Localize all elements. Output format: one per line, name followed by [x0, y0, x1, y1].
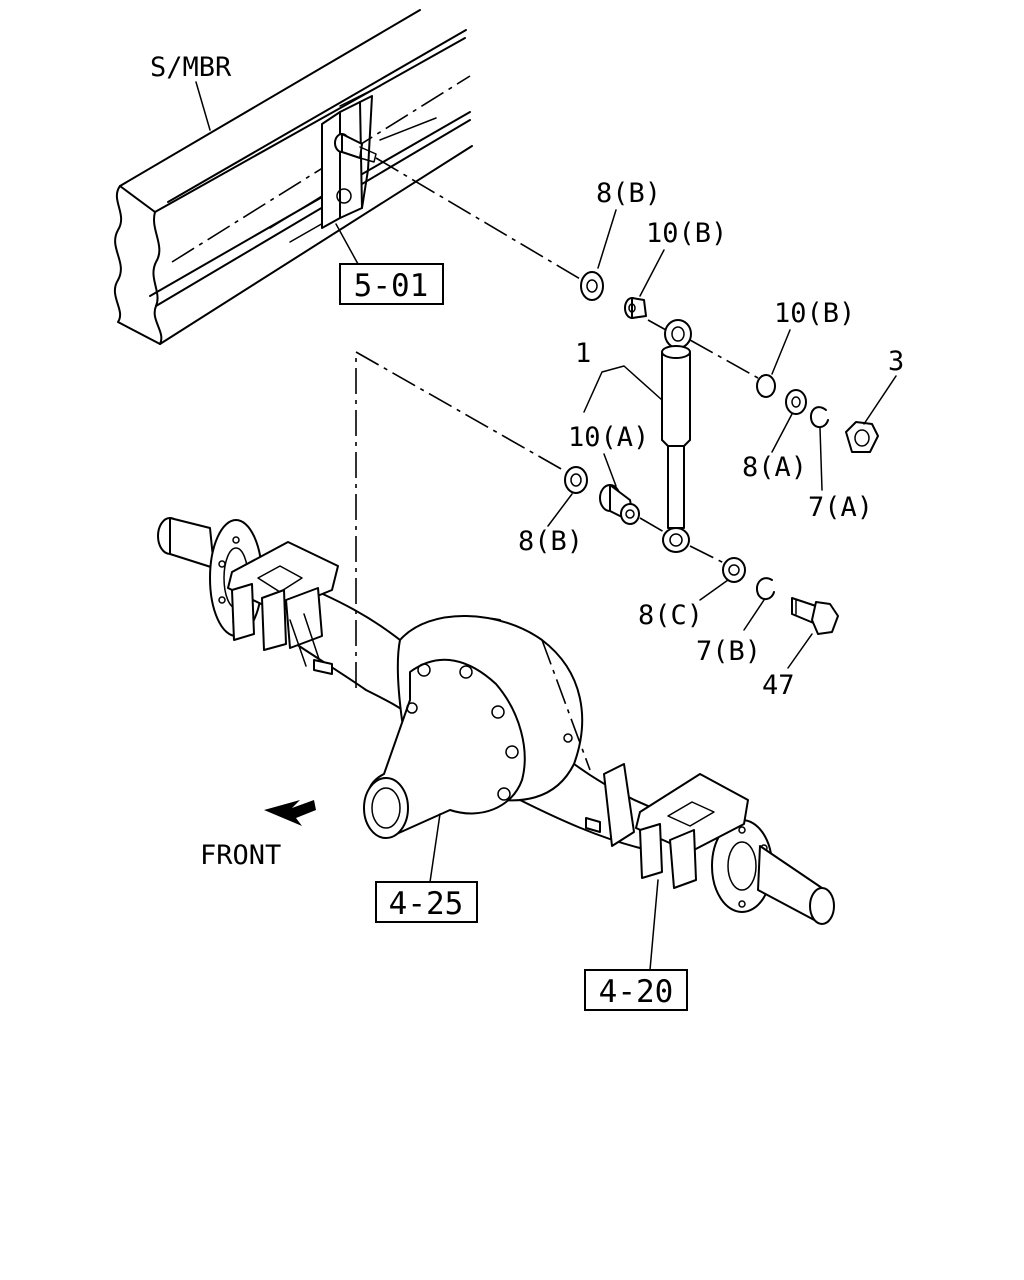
- callout-shock-absorber: 1: [575, 338, 591, 369]
- callout-bushing-top-inner: 10(B): [646, 218, 727, 249]
- front-arrow-icon: [264, 800, 316, 826]
- callout-clip-top: 7(A): [808, 492, 873, 523]
- washer-top-frame: [580, 271, 604, 301]
- spring-seat-left: [227, 541, 339, 675]
- spring-seat-right: [585, 763, 749, 889]
- callout-bolt: 47: [762, 670, 795, 701]
- callout-clip-bottom: 7(B): [696, 636, 761, 667]
- callout-bushing-top-outer: 10(B): [774, 298, 855, 329]
- clip-bottom: [756, 577, 775, 600]
- front-label: FRONT: [200, 840, 281, 871]
- clip-top: [810, 406, 829, 428]
- callout-nut: 3: [888, 346, 904, 377]
- frame-label: S/MBR: [150, 52, 232, 83]
- callout-bushing-bottom-inner: 10(A): [568, 422, 649, 453]
- shock-absorber: [661, 319, 692, 553]
- washer-bottom-outer: [722, 557, 746, 583]
- nut: [845, 421, 879, 453]
- bushing-bottom-inner: [599, 484, 640, 525]
- bolt: [791, 597, 839, 635]
- bushing-top-inner: [624, 297, 647, 319]
- reference-box-frame[interactable]: 5-01: [339, 263, 444, 305]
- washer-bottom-axle: [564, 466, 588, 494]
- callout-washer-bottom-axle: 8(B): [518, 526, 583, 557]
- callout-washer-bottom-outer: 8(C): [638, 600, 703, 631]
- callout-washer-top-frame: 8(B): [596, 178, 661, 209]
- frame-shock-bracket: [321, 95, 377, 229]
- reference-box-axle-housing[interactable]: 4-25: [375, 881, 478, 923]
- reference-axle-housing-label: 4-25: [389, 886, 464, 922]
- reference-box-spring-seat[interactable]: 4-20: [584, 969, 688, 1011]
- bushing-top-outer: [756, 374, 776, 398]
- callout-washer-top-outer: 8(A): [742, 452, 807, 483]
- reference-frame-label: 5-01: [354, 268, 429, 304]
- washer-top-outer: [785, 389, 807, 415]
- reference-spring-seat-label: 4-20: [599, 974, 674, 1010]
